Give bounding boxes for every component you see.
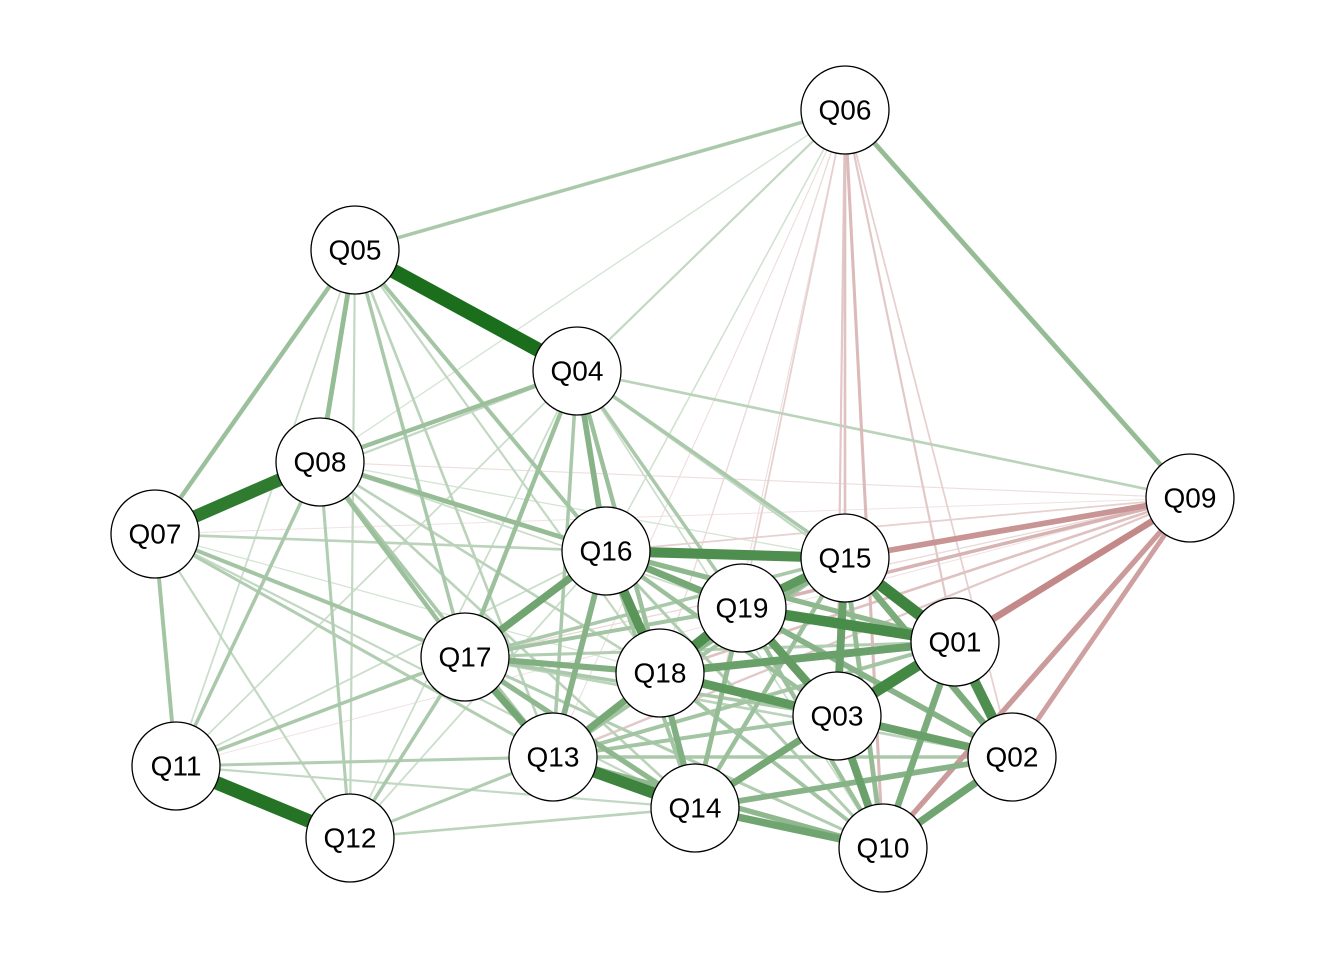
node-Q13: Q13 <box>508 712 598 802</box>
edge-Q04-Q17 <box>462 370 580 658</box>
edge-Q04-Q19 <box>575 369 744 610</box>
edge-Q12-Q14 <box>349 806 696 840</box>
edge-Q04-Q08 <box>319 368 578 465</box>
node-Q15: Q15 <box>800 513 890 603</box>
edge-Q05-Q16 <box>353 248 608 553</box>
edge-Q14-Q15 <box>693 556 847 810</box>
edge-Q04-Q15 <box>575 369 847 560</box>
edge-Q13-Q03 <box>552 714 838 759</box>
edge-Q17-Q15 <box>464 556 846 659</box>
node-circle-Q05 <box>310 205 400 295</box>
edge-Q04-Q11 <box>175 370 578 767</box>
node-Q19: Q19 <box>697 563 787 653</box>
edge-Q05-Q18 <box>354 249 661 674</box>
edge-Q06-Q08 <box>319 109 846 463</box>
node-Q05: Q05 <box>310 205 400 295</box>
edge-Q08-Q16 <box>319 459 607 554</box>
edge-Q09-Q01 <box>953 495 1192 645</box>
node-circle-Q02 <box>967 712 1057 802</box>
edge-Q08-Q12 <box>318 461 352 839</box>
node-Q03: Q03 <box>792 671 882 761</box>
edge-Q04-Q06 <box>576 109 846 372</box>
node-circle-Q08 <box>275 417 365 507</box>
node-circle-Q04 <box>532 326 622 416</box>
edge-Q11-Q13 <box>175 755 554 768</box>
node-Q17: Q17 <box>420 612 510 702</box>
node-Q11: Q11 <box>131 721 221 811</box>
node-circle-Q19 <box>697 563 787 653</box>
edge-Q08-Q11 <box>174 461 322 767</box>
node-circle-Q17 <box>420 612 510 702</box>
nodes-layer: Q01Q02Q03Q04Q05Q06Q07Q08Q09Q10Q11Q12Q13Q… <box>110 65 1235 893</box>
node-circle-Q13 <box>508 712 598 802</box>
edge-Q06-Q16 <box>605 109 846 552</box>
node-Q07: Q07 <box>110 489 200 579</box>
edge-Q06-Q19 <box>741 109 846 609</box>
edge-Q01-Q18 <box>659 638 956 677</box>
edge-Q05-Q06 <box>354 108 846 252</box>
edge-Q11-Q17 <box>175 655 466 768</box>
edge-Q06-Q01 <box>843 109 957 643</box>
edge-Q06-Q09 <box>843 108 1192 500</box>
node-circle-Q14 <box>650 763 740 853</box>
node-Q14: Q14 <box>650 763 740 853</box>
node-Q16: Q16 <box>561 506 651 596</box>
node-circle-Q07 <box>110 489 200 579</box>
edge-Q09-Q07 <box>154 497 1191 535</box>
node-circle-Q15 <box>800 513 890 603</box>
node-Q08: Q08 <box>275 417 365 507</box>
edge-Q09-Q08 <box>319 461 1191 499</box>
node-circle-Q01 <box>910 597 1000 687</box>
node-circle-Q10 <box>838 803 928 893</box>
node-Q02: Q02 <box>967 712 1057 802</box>
node-circle-Q16 <box>561 506 651 596</box>
edge-Q19-Q02 <box>740 605 1014 760</box>
node-Q04: Q04 <box>532 326 622 416</box>
node-Q06: Q06 <box>800 65 890 155</box>
edge-Q16-Q10 <box>604 549 885 850</box>
node-circle-Q09 <box>1145 453 1235 543</box>
edge-Q05-Q12 <box>348 249 357 839</box>
node-Q12: Q12 <box>305 793 395 883</box>
node-Q01: Q01 <box>910 597 1000 687</box>
edge-Q09-Q02 <box>1010 496 1192 759</box>
edge-Q06-Q18 <box>659 109 846 674</box>
edge-Q07-Q12 <box>154 533 351 839</box>
edge-Q09-Q10 <box>881 496 1192 850</box>
edge-Q06-Q13 <box>552 109 846 758</box>
edge-Q08-Q14 <box>319 461 696 809</box>
edge-Q04-Q09 <box>576 369 1191 500</box>
edge-Q07-Q18 <box>154 533 661 674</box>
edge-Q05-Q07 <box>153 248 357 536</box>
node-circle-Q12 <box>305 793 395 883</box>
node-circle-Q11 <box>131 721 221 811</box>
node-circle-Q03 <box>792 671 882 761</box>
edge-Q08-Q15 <box>319 461 846 559</box>
node-Q10: Q10 <box>838 803 928 893</box>
edge-Q14-Q02 <box>694 754 1013 811</box>
edge-Q09-Q15 <box>844 495 1191 561</box>
edge-Q11-Q14 <box>175 764 696 810</box>
edge-Q07-Q13 <box>154 532 554 759</box>
edge-Q09-Q16 <box>605 497 1191 552</box>
edge-Q07-Q17 <box>154 532 466 659</box>
edge-Q05-Q17 <box>353 249 467 658</box>
node-circle-Q06 <box>800 65 890 155</box>
node-Q18: Q18 <box>615 628 705 718</box>
edge-Q11-Q16 <box>175 550 607 767</box>
node-Q09: Q09 <box>1145 453 1235 543</box>
edge-Q08-Q18 <box>319 460 661 675</box>
edge-Q05-Q11 <box>175 249 356 767</box>
node-circle-Q18 <box>615 628 705 718</box>
